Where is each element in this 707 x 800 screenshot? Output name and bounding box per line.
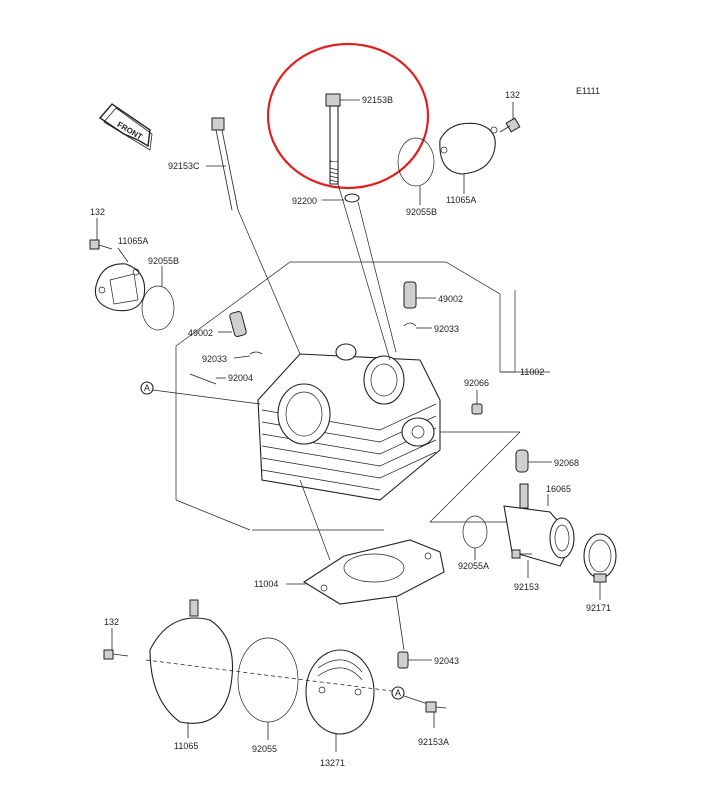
dowel-92066 xyxy=(471,403,483,415)
gasket-11004 xyxy=(302,539,445,605)
valve-guide-49002-right xyxy=(403,281,417,309)
highlight-circle xyxy=(266,42,430,190)
label-11065: 11065 xyxy=(174,741,198,751)
clip-92033-right xyxy=(403,322,417,327)
cap-92068 xyxy=(515,449,529,473)
oring-92055A xyxy=(462,515,488,549)
stud-92004 xyxy=(189,373,217,385)
valve-guide-49002-left xyxy=(229,311,247,337)
label-92153B: 92153B xyxy=(362,95,393,105)
clamp-92171 xyxy=(583,533,617,583)
reference-a-upper xyxy=(140,381,154,395)
cap-13271 xyxy=(305,649,375,735)
bolt-132-left xyxy=(89,239,113,250)
label-92055: 92055 xyxy=(252,744,277,754)
clip-92033-left xyxy=(249,351,263,355)
label-92153A: 92153A xyxy=(418,737,449,747)
washer-92200 xyxy=(344,193,360,203)
bolt-132-bottom xyxy=(103,649,129,660)
label-92043: 92043 xyxy=(434,656,459,666)
label-92055A: 92055A xyxy=(458,561,489,571)
label-92004: 92004 xyxy=(228,373,253,383)
label-92055B-top: 92055B xyxy=(406,207,437,217)
label-132-left: 132 xyxy=(90,207,105,217)
label-92055B-left: 92055B xyxy=(148,256,179,266)
label-92033-right: 92033 xyxy=(434,324,459,334)
oring-92055 xyxy=(237,637,299,723)
label-11002: 11002 xyxy=(520,367,544,377)
label-11065A-top: 11065A xyxy=(446,195,476,205)
label-16065: 16065 xyxy=(546,484,571,494)
label-11004: 11004 xyxy=(254,579,278,589)
ref-a-upper-label: A xyxy=(144,383,150,393)
label-13271: 13271 xyxy=(320,758,345,768)
label-92200: 92200 xyxy=(292,196,317,206)
cover-11065A-left xyxy=(94,263,146,312)
bolt-92153 xyxy=(511,549,532,559)
label-11065A-left: 11065A xyxy=(118,236,148,246)
label-49002-right: 49002 xyxy=(438,294,463,304)
oring-92055B-top xyxy=(397,137,435,187)
label-92033-left: 92033 xyxy=(202,354,227,364)
front-arrow-icon: FRONT xyxy=(98,103,153,151)
oring-92055B-left xyxy=(141,285,175,331)
dowel-92043 xyxy=(397,651,409,669)
label-132-bottom: 132 xyxy=(104,617,119,627)
ref-a-lower-label: A xyxy=(395,688,401,698)
bolt-132-top xyxy=(499,117,521,133)
intake-pipe-16065 xyxy=(503,483,575,567)
label-92153C: 92153C xyxy=(168,161,200,171)
label-92153: 92153 xyxy=(514,582,539,592)
cylinder-head-11002 xyxy=(257,343,441,501)
bolt-92153B xyxy=(325,93,341,185)
bolt-92153C xyxy=(211,117,239,211)
label-49002-left: 49002 xyxy=(188,328,213,338)
reference-a-lower xyxy=(391,686,405,700)
label-132-top: 132 xyxy=(505,90,520,100)
cover-11065 xyxy=(149,599,233,724)
cover-11065A-top xyxy=(439,122,498,175)
label-92068: 92068 xyxy=(554,458,579,468)
bolt-92153A xyxy=(425,701,447,713)
figure-code: E1111 xyxy=(576,86,600,96)
label-92066: 92066 xyxy=(464,378,489,388)
label-92171: 92171 xyxy=(586,603,611,613)
